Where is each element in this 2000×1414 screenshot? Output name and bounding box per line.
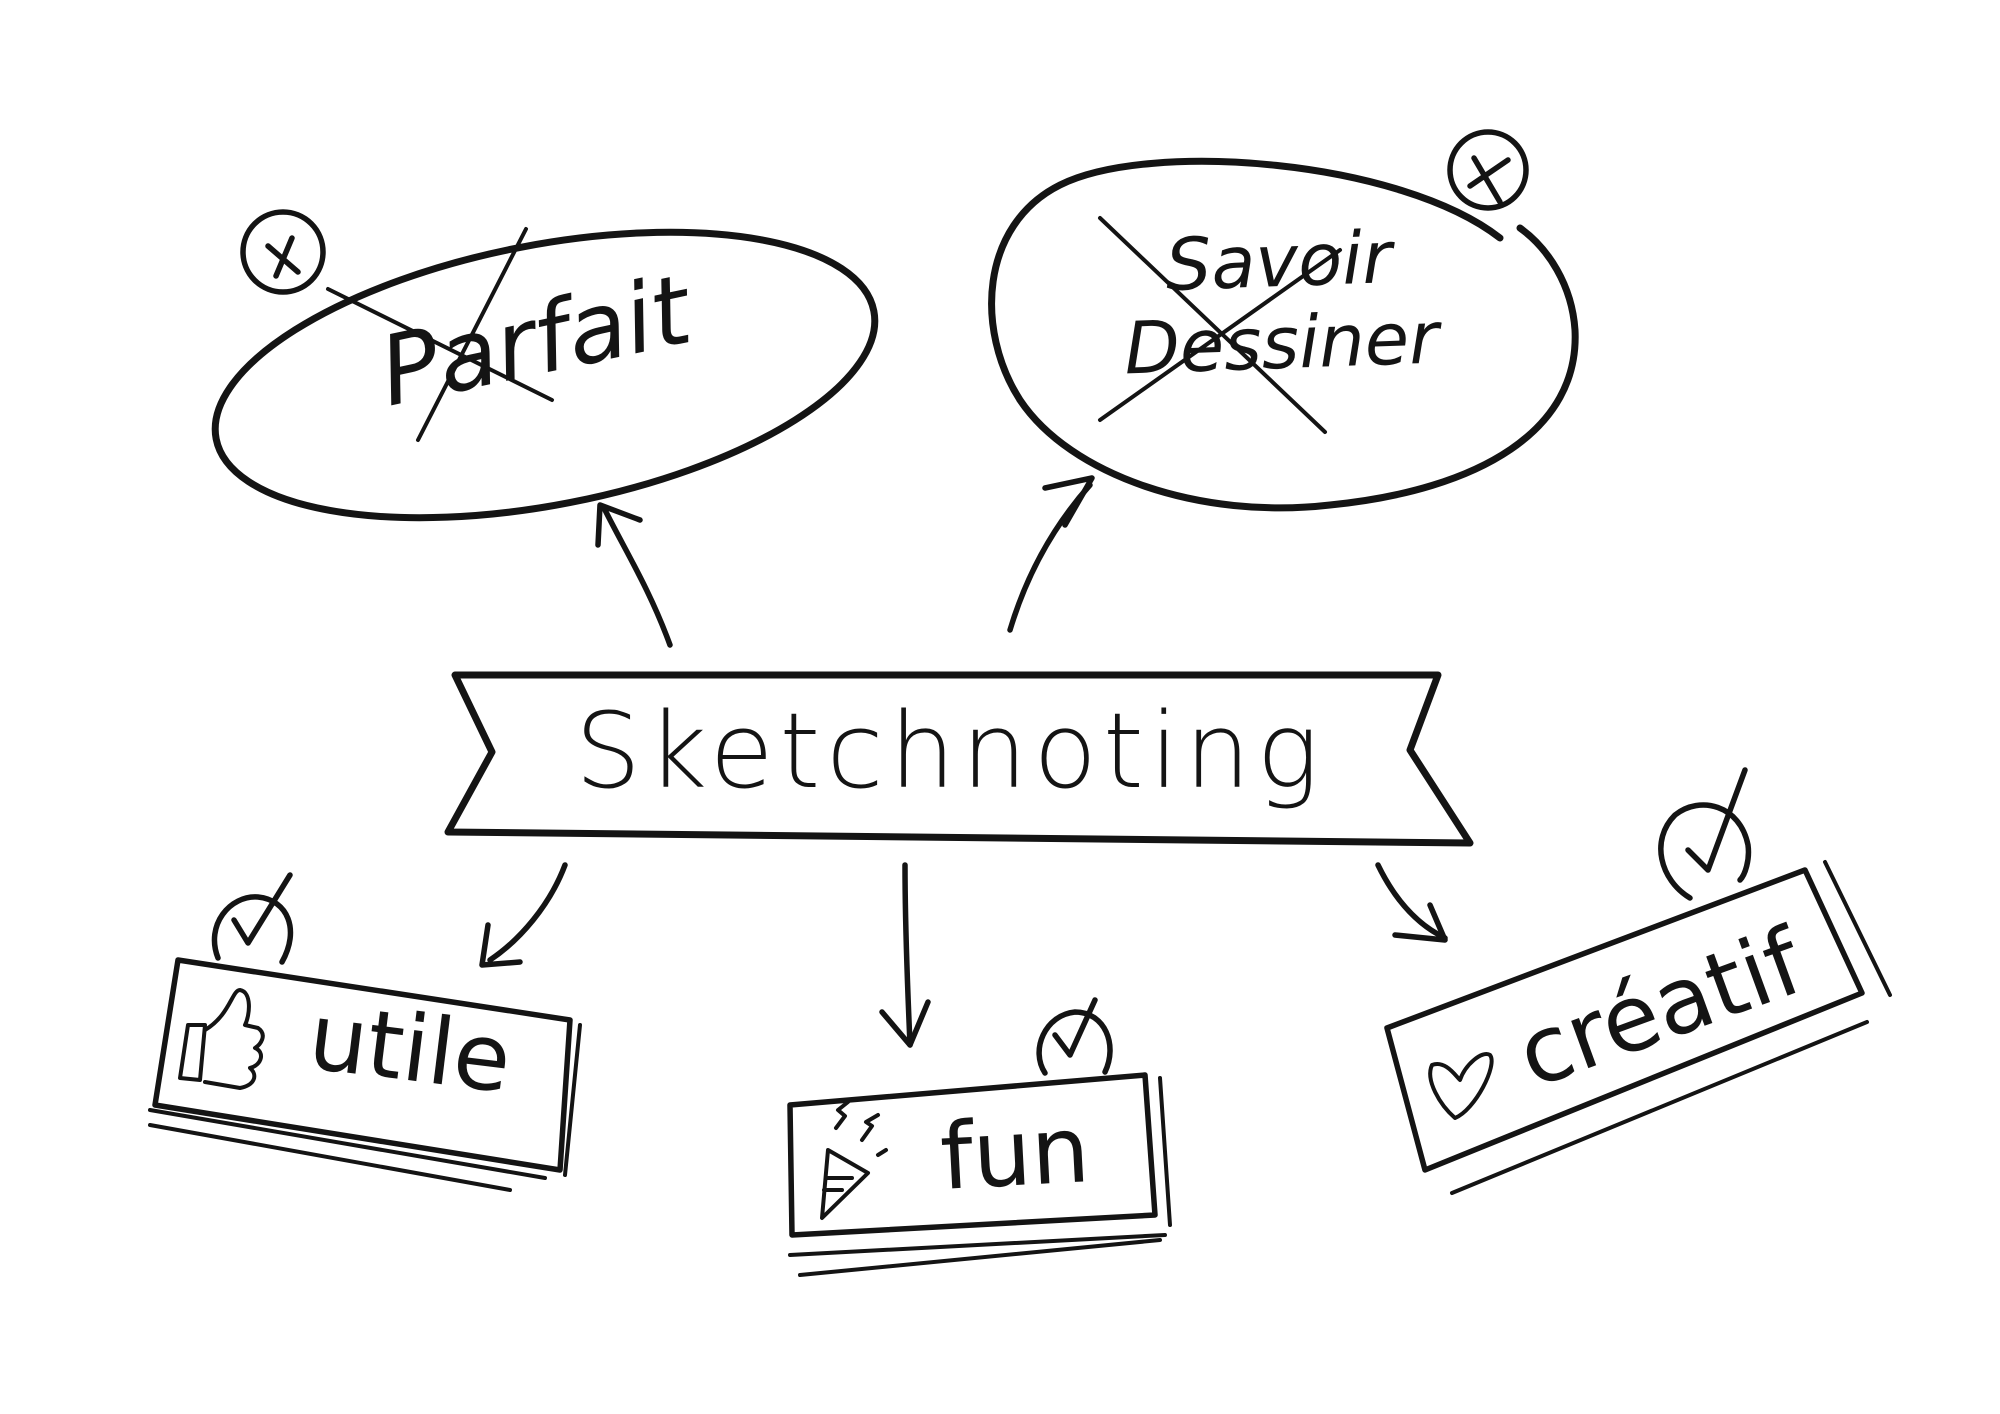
node-utile [148, 872, 582, 1192]
node-parfait [211, 209, 879, 522]
parfait-ellipse [211, 228, 879, 522]
thumbs-up-icon [178, 988, 265, 1090]
strike-line [326, 287, 554, 402]
strike-line [416, 227, 528, 442]
check-circle-icon [1036, 997, 1113, 1076]
fun-label: fun [937, 1096, 1093, 1211]
node-fun [787, 997, 1172, 1277]
arrow-to-parfait [595, 502, 673, 648]
check-circle-icon [1658, 767, 1752, 901]
savoir-label-line1: Savoir [1164, 215, 1394, 307]
heart-icon [1428, 1052, 1494, 1120]
title-banner [444, 671, 1474, 847]
page-title: Sketchnoting [575, 690, 1325, 812]
node-creatif [1384, 767, 1892, 1195]
arrow-to-savoir [1007, 475, 1095, 633]
arrow-to-fun [879, 862, 931, 1048]
cross-circle-icon [1447, 129, 1529, 211]
strike-line [1098, 216, 1327, 434]
check-circle-icon [211, 872, 294, 965]
savoir-ellipse [988, 157, 1579, 512]
arrow-to-utile [479, 862, 568, 968]
savoir-dessiner-label: Savoir Dessiner [1067, 213, 1492, 392]
cross-circle-icon [240, 209, 326, 295]
savoir-label-line2: Dessiner [1122, 295, 1440, 391]
arrow-to-creatif [1375, 862, 1448, 943]
node-savoir-dessiner [988, 129, 1579, 512]
party-popper-icon [820, 1100, 888, 1220]
strike-line [1098, 248, 1342, 422]
